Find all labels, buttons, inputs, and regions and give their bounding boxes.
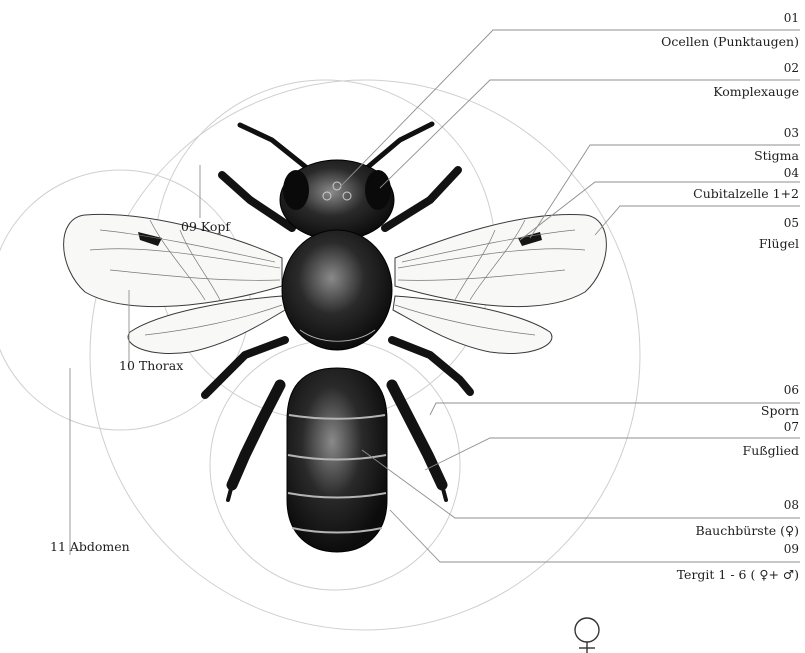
label-06-number: 06 — [784, 383, 799, 397]
label-01-text: Ocellen (Punktaugen) — [661, 35, 799, 49]
label-04-text: Cubitalzelle 1+2 — [693, 187, 799, 201]
label-05-text: Flügel — [759, 237, 799, 251]
label-06-text: Sporn — [761, 404, 799, 418]
label-02-number: 02 — [784, 61, 799, 75]
label-thorax: 10 Thorax — [119, 359, 183, 373]
label-01-number: 01 — [784, 11, 799, 25]
label-07-number: 07 — [784, 420, 799, 434]
left-forewing — [64, 214, 282, 306]
label-07-text: Fußglied — [743, 444, 799, 458]
right-forewing — [395, 214, 606, 306]
label-04-number: 04 — [784, 166, 799, 180]
abdomen-circle — [90, 80, 640, 630]
left-compound-eye — [283, 170, 309, 210]
right-compound-eye — [365, 170, 391, 210]
left-wings — [64, 214, 285, 353]
right-wings — [393, 214, 606, 353]
label-03-number: 03 — [784, 126, 799, 140]
thorax — [282, 230, 392, 350]
label-03-text: Stigma — [754, 149, 799, 163]
label-08-text: Bauchbürste (♀) — [696, 524, 799, 538]
female-symbol-icon — [575, 618, 599, 653]
label-05-number: 05 — [784, 216, 799, 230]
label-09-text: Tergit 1 - 6 ( ♀+ ♂) — [677, 568, 799, 582]
label-02-text: Komplexauge — [713, 85, 799, 99]
label-09-number: 09 — [784, 542, 799, 556]
label-kopf: 09 Kopf — [181, 220, 230, 234]
label-abdomen: 11 Abdomen — [50, 540, 130, 554]
label-08-number: 08 — [784, 498, 799, 512]
